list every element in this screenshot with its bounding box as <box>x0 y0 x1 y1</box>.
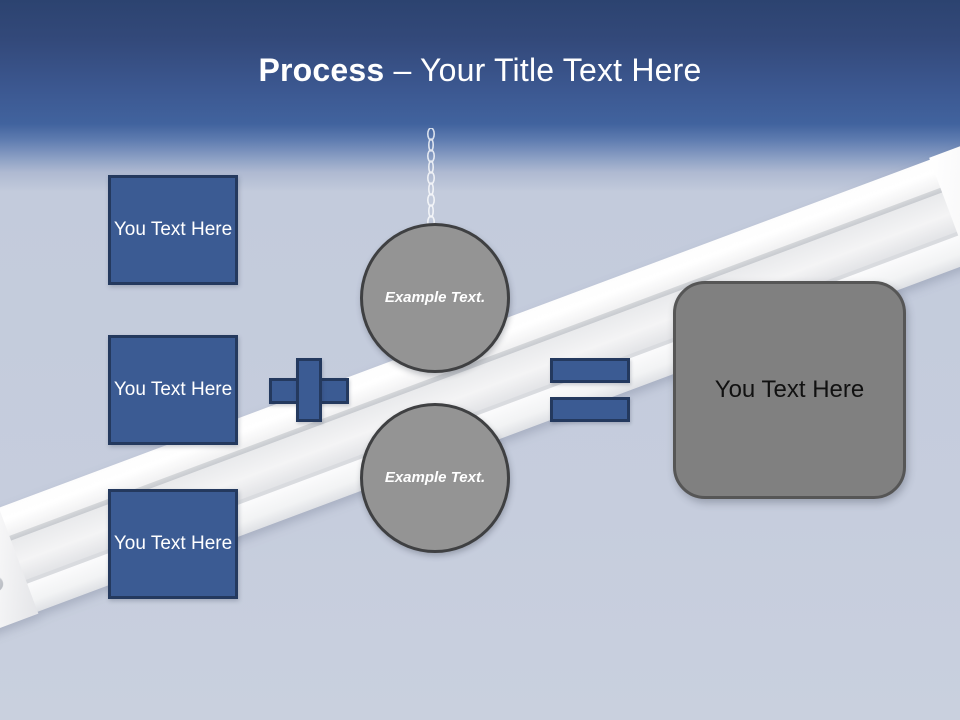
equals-bottom-bar <box>550 397 630 422</box>
result-box-label: You Text Here <box>714 376 865 403</box>
plus-icon <box>269 358 349 422</box>
input-box-2[interactable]: You Text Here <box>108 335 238 445</box>
input-box-2-label: You Text Here <box>113 379 233 400</box>
example-circle-1-label: Example Text. <box>384 289 486 306</box>
plus-vertical-bar <box>296 358 322 422</box>
example-circle-2[interactable]: Example Text. <box>360 403 510 553</box>
input-box-1-label: You Text Here <box>113 219 233 240</box>
page-title: Process – Your Title Text Here <box>0 50 960 90</box>
example-circle-1[interactable]: Example Text. <box>360 223 510 373</box>
input-box-1[interactable]: You Text Here <box>108 175 238 285</box>
page-title-bold: Process <box>258 52 385 88</box>
title-band: Process – Your Title Text Here <box>0 0 960 126</box>
equals-icon <box>550 358 630 422</box>
input-box-3[interactable]: You Text Here <box>108 489 238 599</box>
equals-top-bar <box>550 358 630 383</box>
page-title-regular: – Your Title Text Here <box>384 52 702 88</box>
input-box-3-label: You Text Here <box>113 533 233 554</box>
result-box[interactable]: You Text Here <box>673 281 906 499</box>
example-circle-2-label: Example Text. <box>384 469 486 486</box>
